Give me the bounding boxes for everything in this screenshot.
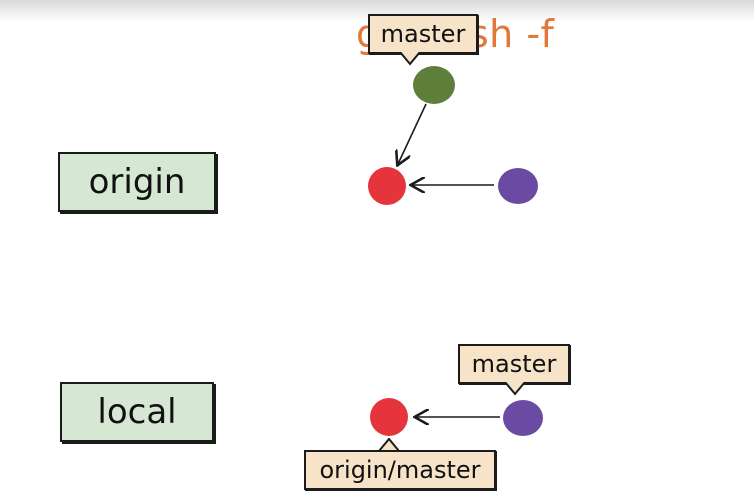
origin-master-tag-pointer-local	[378, 438, 400, 452]
origin-master-tag-pointer	[399, 52, 421, 66]
local-origin-master-tag-text: origin/master	[319, 456, 481, 484]
origin-green-to-red-arrow	[398, 103, 427, 164]
local-commit-red	[370, 398, 408, 436]
origin-commit-green	[413, 66, 455, 104]
local-label-text: local	[97, 392, 177, 432]
local-master-tag: master	[458, 344, 570, 384]
origin-commit-red	[368, 167, 406, 205]
local-commit-purple	[503, 400, 543, 436]
local-master-tag-text: master	[471, 350, 557, 378]
origin-label-text: origin	[88, 162, 186, 202]
origin-label: origin	[58, 152, 216, 212]
origin-commit-purple	[498, 168, 538, 204]
top-shade	[0, 0, 754, 22]
local-origin-master-tag: origin/master	[304, 450, 496, 490]
origin-master-tag: master	[368, 14, 478, 54]
local-label: local	[60, 382, 214, 442]
local-master-tag-pointer	[504, 382, 526, 396]
origin-master-tag-text: master	[380, 20, 466, 48]
